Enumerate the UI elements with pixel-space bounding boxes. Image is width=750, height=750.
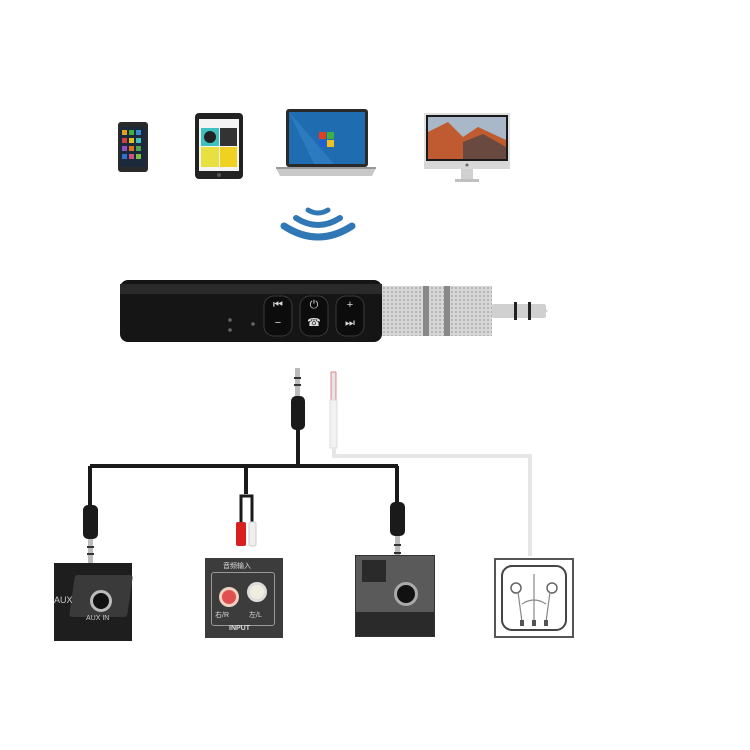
aux-label: AUX [54,595,73,605]
left-channel-label: 左/L [249,612,262,619]
bluetooth-signal-icon [270,200,366,252]
earphones-icon [501,565,567,631]
volume-down-icon: − [274,317,282,329]
next-icon: ⏭ [345,317,355,329]
rca-input-panel: 音频输入 右/R 左/L INPUT [205,558,283,638]
power-icon: ⏻ [309,299,319,311]
earphone-plug-icon [329,371,338,449]
red-rca-jack-icon [219,587,239,607]
aux-plug-icon [291,368,305,466]
speaker-jack-panel [355,555,435,637]
laptop-icon [274,108,378,178]
earphones-box [494,558,574,638]
audio-jack-icon [394,582,418,606]
tablet-icon [194,112,244,180]
right-channel-label: 右/R [215,612,229,619]
white-rca-jack-icon [247,582,267,602]
power-button[interactable]: ⏻ ☎ [300,296,328,336]
car-aux-panel: AUX AUX IN [54,563,133,641]
prev-button[interactable]: ⏮ − [264,296,292,336]
desktop-monitor-icon [423,112,511,184]
aux-jack-icon [90,590,112,612]
volume-up-icon: + [346,299,354,311]
aux-in-label: AUX IN [86,615,110,622]
next-button[interactable]: + ⏭ [336,296,364,336]
smartphone-icon [117,121,149,173]
input-label: INPUT [229,625,250,632]
prev-icon: ⏮ [273,299,283,311]
audio-input-label: 音频输入 [223,563,251,570]
phone-icon: ☎ [307,317,321,329]
bluetooth-receiver [118,278,550,344]
